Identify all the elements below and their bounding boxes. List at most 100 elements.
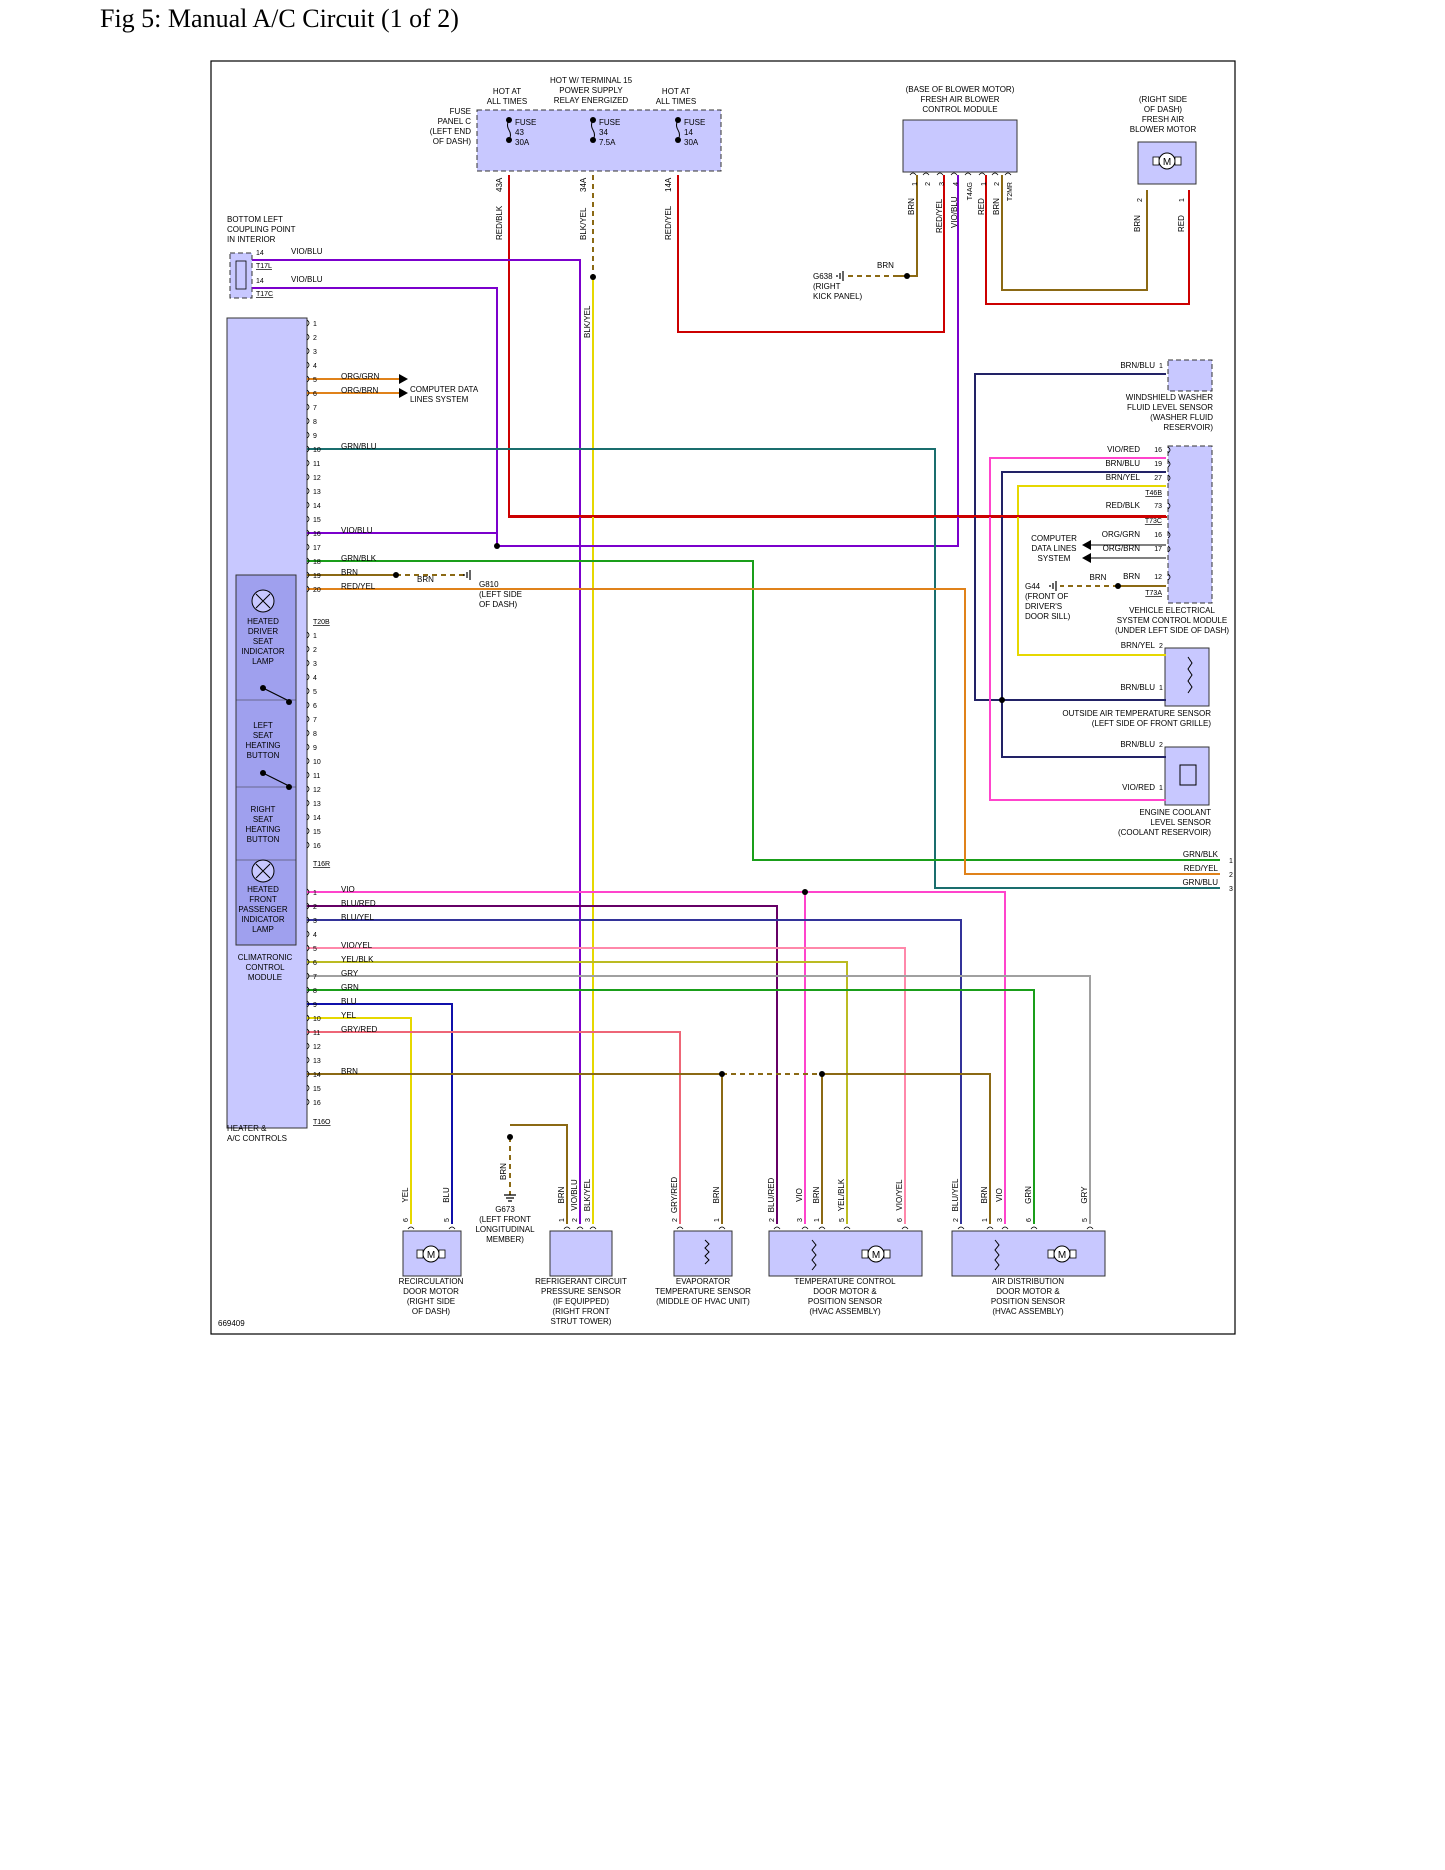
pin-mark — [306, 813, 310, 821]
rotated-label: BRN — [499, 1163, 508, 1180]
wire-label: BLK/YEL — [579, 207, 588, 240]
rotated-label: RED/YEL — [664, 205, 673, 240]
coolant-sensor-label: (COOLANT RESERVOIR) — [1118, 828, 1211, 837]
wire-brn — [510, 1124, 568, 1224]
fuse-label: 30A — [684, 138, 699, 147]
blower-motor-label: (RIGHT SIDE — [1139, 95, 1187, 104]
pin-label: 1 — [559, 1218, 566, 1222]
page-title: Fig 5: Manual A/C Circuit (1 of 2) — [100, 4, 459, 33]
ground-g673-label: (LEFT FRONT — [479, 1215, 531, 1224]
motor-brush — [1047, 1249, 1055, 1259]
wire-label: YEL/BLK — [341, 955, 374, 964]
offpage-ref-label: 3 — [1229, 886, 1233, 893]
ground-g810-label: (LEFT SIDE — [479, 590, 522, 599]
heater-ac-controls-label: HEATER & — [227, 1124, 267, 1133]
wire-label: VIO/BLU — [291, 247, 323, 256]
wire-label: ORG/BRN — [1103, 544, 1141, 553]
connector-label: T73A — [1145, 590, 1162, 597]
pin-mark — [1167, 446, 1171, 454]
bottom-component-label: TEMPERATURE CONTROL — [794, 1277, 896, 1286]
bottom-component-label: (MIDDLE OF HVAC UNIT) — [656, 1297, 750, 1306]
pin-mark — [773, 1226, 781, 1230]
wire-vio-blu — [252, 287, 498, 546]
pin-mark — [306, 417, 310, 425]
splice-dot — [719, 1071, 725, 1077]
wire-label: BRN/YEL — [1121, 641, 1156, 650]
wire-vio-blu — [252, 259, 581, 1224]
pin-label: 14 — [256, 250, 264, 257]
passenger-lamp-label: FRONT — [249, 895, 277, 904]
pin-mark — [306, 757, 310, 765]
wire-grn-blu — [307, 448, 1220, 889]
pin-label: 1 — [714, 1218, 721, 1222]
pin-mark — [306, 729, 310, 737]
rotated-label: 5 — [1082, 1218, 1089, 1222]
wire-label: BRN — [1090, 573, 1107, 582]
rotated-label: 6 — [897, 1218, 904, 1222]
pin-label: 11 — [313, 1030, 320, 1037]
pin-label: 2 — [925, 182, 932, 186]
pin-mark — [964, 172, 972, 176]
wire-label: VIO/BLU — [950, 196, 959, 228]
pin-mark — [991, 172, 999, 176]
climatronic-label: MODULE — [248, 973, 282, 982]
pin-mark — [1167, 531, 1171, 539]
rotated-label: BRN — [712, 1186, 721, 1203]
pin-label: 6 — [313, 960, 317, 967]
pin-label: 17 — [313, 545, 321, 552]
fuse-terminal — [675, 137, 681, 143]
wire-label: RED — [1177, 215, 1186, 232]
fuse-icon — [591, 119, 595, 141]
wire-label: BLK/YEL — [583, 305, 592, 338]
ground-g638-label: G638 — [813, 272, 833, 281]
pin-label: 73 — [1154, 503, 1162, 510]
ground-icon — [463, 570, 471, 580]
pin-label: 6 — [313, 703, 317, 710]
driver-seat-lamp-label: DRIVER — [248, 627, 278, 636]
rotated-label: 3 — [997, 1218, 1004, 1222]
pin-label: 12 — [1154, 574, 1162, 581]
pin-label: 3 — [313, 918, 317, 925]
wire-label: VIO/YEL — [341, 941, 373, 950]
bottom-component-label: (IF EQUIPPED) — [553, 1297, 609, 1306]
wire-label: BRN — [1133, 215, 1142, 232]
wire-label: BRN — [417, 575, 434, 584]
washer-sensor-label: FLUID LEVEL SENSOR — [1127, 403, 1213, 412]
wire-label: GRN/BLU — [341, 442, 377, 451]
rotated-label: 6 — [1026, 1218, 1033, 1222]
resistor-icon — [811, 1239, 817, 1271]
pin-mark — [306, 431, 310, 439]
pin-label: 2 — [313, 904, 317, 911]
motor-symbol: M — [427, 1250, 435, 1261]
pin-label: 2 — [769, 1218, 776, 1222]
pin-mark — [306, 785, 310, 793]
wire-label: GRN/BLK — [341, 554, 377, 563]
blower-module-label: (BASE OF BLOWER MOTOR) — [906, 85, 1015, 94]
wire-grn-blk — [307, 560, 1220, 861]
pin-label: 16 — [313, 843, 321, 850]
pin-mark — [1167, 474, 1171, 482]
splice-dot — [507, 1134, 513, 1140]
rotated-label: BRN — [812, 1186, 821, 1203]
pin-label: 7 — [313, 974, 317, 981]
hot-at-all-times-label: ALL TIMES — [656, 97, 696, 106]
wire-label: ORG/GRN — [1102, 530, 1140, 539]
wire-yel — [307, 1017, 412, 1224]
coupling-point-box — [229, 252, 253, 299]
fuse-label: 43 — [515, 128, 524, 137]
wire-label: RED/BLK — [1106, 501, 1141, 510]
wire-label: BRN — [877, 261, 894, 270]
pin-mark — [718, 1226, 726, 1230]
wire-label: BLU/RED — [341, 899, 376, 908]
wire-label: BLU — [341, 997, 357, 1006]
rotated-label: 34A — [579, 177, 588, 192]
rotated-label: BRN — [907, 198, 916, 215]
resistor-icon — [994, 1239, 1000, 1271]
rotated-label: 1 — [982, 1218, 989, 1222]
pin-mark — [306, 771, 310, 779]
arrow-right-icon — [399, 388, 408, 398]
passenger-lamp-label: HEATED — [247, 885, 279, 894]
ground-icon — [836, 271, 844, 281]
resistor-icon — [704, 1239, 710, 1265]
